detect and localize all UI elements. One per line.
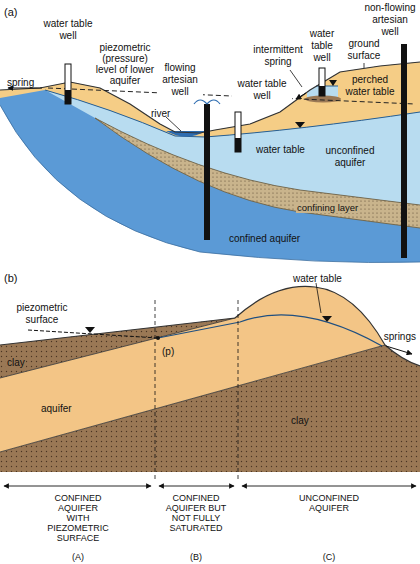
water-table-symbol [329,80,337,86]
perched-clay-lens [305,96,341,103]
layer-label: confined aquifer [228,233,301,245]
layer-label: clay [290,415,310,427]
label-slot: confined aquifer [228,228,301,246]
spring-arrow [296,93,306,99]
well-label: flowing artesian well [157,62,203,98]
label-slot: water table well [305,28,339,65]
feature-label: river [150,108,171,120]
label-slot: springs [383,326,417,344]
label-slot: (A) [58,546,98,564]
layer-label: water table [255,144,306,156]
label-slot: confining layer [296,197,359,215]
water-table-symbol [85,327,95,333]
feature-label: intermittent spring [248,44,308,68]
zone-label: UNCONFINED AQUIFER [284,493,374,513]
feature-label: piezometric (pressure) level of lower aq… [94,42,156,86]
label-slot: intermittent spring [248,44,308,69]
label-slot: flowing artesian well [157,62,203,99]
flowing-water [194,100,220,104]
label-slot: spring [6,72,35,90]
non-flowing-artesian-well [401,44,407,258]
zone-bracket [159,486,234,487]
leader-line [316,283,321,313]
well-screen [235,138,241,152]
label-slot: water table well [232,78,292,103]
well-label: water table well [232,78,292,102]
label-slot: piezometric (pressure) level of lower aq… [94,42,156,88]
layer-boundary [0,318,385,452]
layer-label: clay [6,357,26,369]
label-slot: ground surface [344,38,384,63]
leader-line [364,63,365,68]
well-screen [319,86,325,96]
zone-letter: (C) [322,552,337,562]
label-slot: piezometric surface [13,302,71,327]
zone-letter: (B) [189,552,203,562]
label-slot: (p) [161,341,175,359]
label-slot: (a) [3,2,18,20]
aquifer-fill [0,286,385,452]
label-slot: UNCONFINED AQUIFER [284,493,374,515]
water-table-well [235,112,241,152]
well-screen [65,90,71,104]
label-slot: clay [6,352,26,370]
well-label: water table well [38,18,98,42]
flowing-artesian-well [204,104,210,240]
well-label: water table well [305,28,339,64]
feature-label: spring [6,77,35,89]
layer-label: confining layer [296,202,359,213]
zone-letter: (A) [71,552,85,562]
piezometric-surface-line [28,330,158,338]
panel-letter: (b) [3,272,18,284]
river [166,131,206,137]
feature-label: ground surface [344,38,384,62]
water-table-symbol [322,316,332,322]
water-table-well [65,64,71,104]
layer-label: unconfined aquifer [322,145,378,169]
confining-layer-fill [95,118,420,228]
ground-surface-line [0,286,420,366]
feature-label: piezometric surface [13,302,71,326]
label-slot: CONFINED AQUIFER BUT NOT FULLY SATURATED [159,493,233,535]
label-slot: (B) [176,546,216,564]
water-table-well [319,68,325,96]
confined-aquifer-fill [0,62,420,263]
label-slot: unconfined aquifer [322,145,378,170]
layer-label: aquifer [40,403,73,415]
zone-divider [155,300,238,482]
well-label: non-flowing artesian well [363,2,417,38]
label-slot: non-flowing artesian well [363,2,417,39]
spring-arrow [386,346,412,354]
zone-label: CONFINED AQUIFER BUT NOT FULLY SATURATED [159,493,233,533]
feature-label: springs [383,331,417,343]
layer-boundary [95,118,420,228]
leader-line [166,117,181,131]
label-slot: water table [255,139,306,157]
label-slot: perched water table [342,74,398,99]
feature-label: water table [292,273,343,285]
label-slot: clay [290,410,310,428]
label-slot: (C) [309,546,349,564]
label-slot: (b) [3,268,18,286]
water-table-line [158,315,382,346]
zone-label: CONFINED AQUIFER WITH PIEZOMETRIC SURFAC… [46,493,110,543]
confining-layer-texture [95,118,420,228]
label-slot: river [150,103,171,121]
point-label: (p) [161,346,175,358]
label-slot: water table well [38,18,98,43]
water-table-symbol [295,122,305,128]
point-p [156,336,160,340]
feature-label: perched water table [342,74,398,98]
zone-bracket [4,486,151,487]
confined-aquifer-bottom [0,105,420,263]
panel-letter: (a) [3,6,18,18]
label-slot: aquifer [40,398,73,416]
zone-bracket [242,486,416,487]
label-slot: water table [292,268,343,286]
label-slot: CONFINED AQUIFER WITH PIEZOMETRIC SURFAC… [46,493,110,545]
